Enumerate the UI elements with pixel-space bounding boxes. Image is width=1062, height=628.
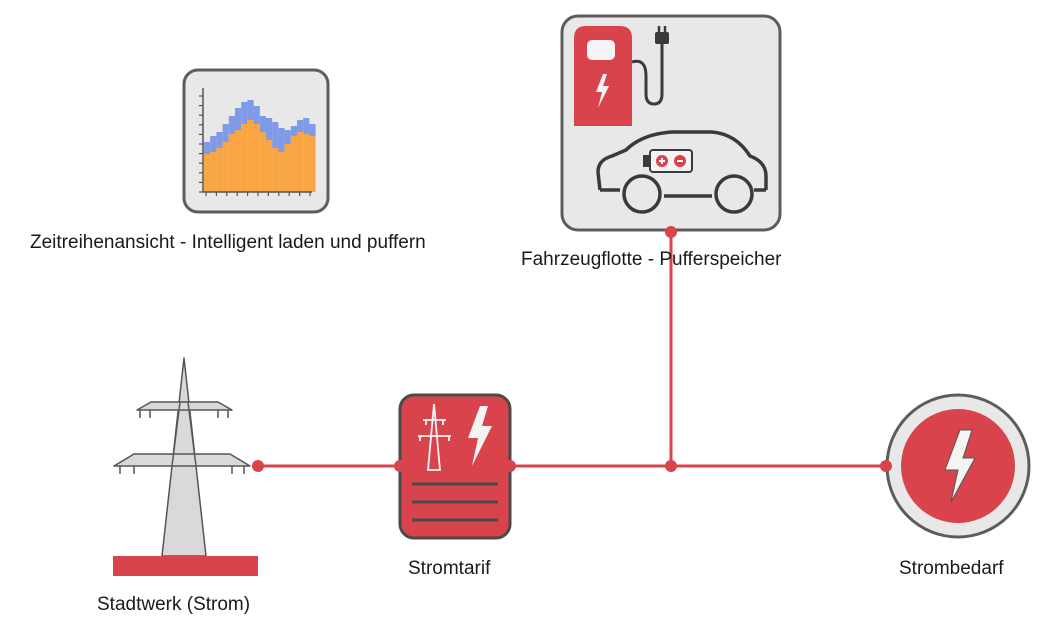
lightning-icon — [944, 429, 976, 503]
timeseries-node[interactable] — [182, 68, 330, 214]
ground-bar — [113, 556, 258, 576]
demand-label: Strombedarf — [899, 558, 1004, 579]
fleet-node[interactable] — [560, 14, 782, 232]
tariff-icon — [412, 403, 498, 522]
port-junction[interactable] — [665, 460, 677, 472]
chart-icon — [199, 88, 316, 196]
tariff-tile — [398, 393, 512, 540]
tariff-node[interactable] — [398, 393, 512, 540]
grid-node[interactable] — [113, 357, 258, 576]
connections — [258, 232, 886, 468]
power-pylon-icon — [113, 357, 251, 557]
port-tariff-out[interactable] — [504, 460, 516, 472]
timeseries-label: Zeitreihenansicht - Intelligent laden un… — [30, 232, 426, 253]
port-demand-in[interactable] — [880, 460, 892, 472]
port-tariff-in[interactable] — [394, 460, 406, 472]
grid-label: Stadtwerk (Strom) — [97, 594, 251, 615]
battery-icon — [643, 149, 693, 173]
port-fleet[interactable] — [665, 226, 677, 238]
fleet-label: Fahrzeugflotte - Pufferspeicher — [521, 249, 782, 270]
demand-node[interactable] — [885, 393, 1031, 539]
port-grid-out[interactable] — [252, 460, 264, 472]
ports — [252, 226, 892, 472]
tariff-label: Stromtarif — [408, 558, 491, 579]
car-icon — [596, 130, 768, 191]
ev-charging-icon — [574, 26, 768, 214]
